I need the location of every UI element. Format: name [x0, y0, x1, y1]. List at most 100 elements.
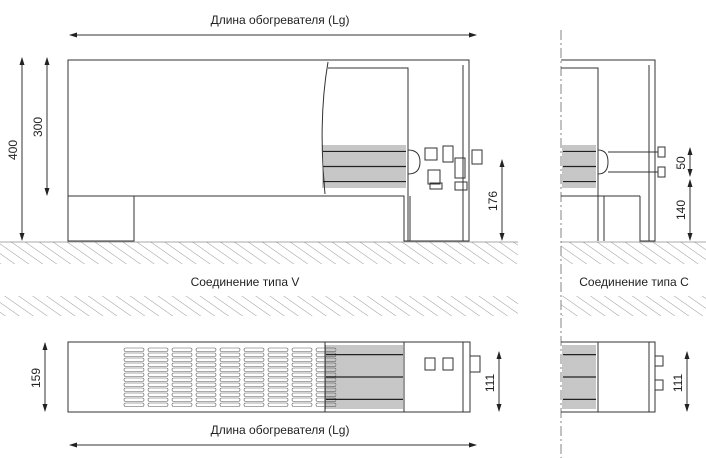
grille-slot: [195, 392, 217, 397]
grille-slot: [219, 382, 241, 387]
grille-slot: [291, 367, 313, 372]
grille-slot: [171, 362, 193, 367]
grille-slots: [123, 347, 337, 407]
grille-slot: [171, 367, 193, 372]
grille-slot: [147, 362, 169, 367]
grille-slot: [291, 402, 313, 407]
grille-slot: [195, 372, 217, 377]
length-dimension-top: Длина обогревателя (Lg): [69, 13, 477, 38]
grille-slot: [123, 372, 145, 377]
grille-slot: [195, 397, 217, 402]
grille-slot: [243, 367, 265, 372]
grille-slot: [267, 352, 289, 357]
grille-slot: [147, 377, 169, 382]
grille-slot: [171, 357, 193, 362]
grille-slot: [147, 347, 169, 352]
heater-plan-c: [561, 341, 664, 413]
grille-slot: [243, 347, 265, 352]
grille-slot: [171, 352, 193, 357]
grille-slot: [267, 372, 289, 377]
grille-slot: [171, 382, 193, 387]
grille-slot: [243, 372, 265, 377]
grille-slot: [219, 377, 241, 382]
grille-slot: [147, 392, 169, 397]
grille-slot: [243, 397, 265, 402]
grille-slot: [243, 402, 265, 407]
grille-slot: [243, 352, 265, 357]
grille-slot: [147, 402, 169, 407]
length-dimension-bottom: Длина обогревателя (Lg): [69, 423, 477, 448]
grille-slot: [267, 362, 289, 367]
grille-slot: [123, 362, 145, 367]
grille-slot: [123, 402, 145, 407]
connection-v-height-label: 176: [486, 191, 500, 211]
height-dimensions: 400 300: [6, 57, 50, 241]
connection-c-height-label: 140: [674, 200, 688, 220]
grille-slot: [219, 352, 241, 357]
grille-slot: [219, 372, 241, 377]
grille-slot: [243, 377, 265, 382]
grille-slot: [267, 357, 289, 362]
grille-slot: [123, 397, 145, 402]
floor-hatch: [0, 242, 518, 264]
grille-slot: [171, 397, 193, 402]
section-hatch: [0, 296, 518, 316]
valve-assembly: [407, 145, 483, 191]
grille-slot: [291, 372, 313, 377]
height-body-label: 300: [31, 117, 45, 137]
plan-dimensions-c: 111: [671, 351, 690, 412]
grille-slot: [171, 392, 193, 397]
grille-slot: [219, 392, 241, 397]
grille-slot: [243, 387, 265, 392]
grille-slot: [267, 367, 289, 372]
connection-c-dimensions: 50 140: [674, 147, 693, 241]
grille-slot: [243, 362, 265, 367]
depth-inner-c-label: 111: [671, 374, 685, 393]
heat-exchanger-fins-plan-c: [562, 345, 596, 409]
length-label-bottom: Длина обогревателя (Lg): [211, 423, 350, 437]
connection-v-label: Соединение типа V: [191, 275, 300, 289]
plan-dimensions-v: 159 111: [29, 342, 502, 412]
grille-slot: [267, 382, 289, 387]
grille-slot: [123, 357, 145, 362]
connection-height-dimension: 176: [486, 159, 505, 241]
grille-slot: [195, 362, 217, 367]
length-label-top: Длина обогревателя (Lg): [211, 13, 350, 27]
grille-slot: [291, 387, 313, 392]
grille-slot: [171, 377, 193, 382]
grille-slot: [123, 382, 145, 387]
heater-elevation-v: [67, 59, 483, 242]
grille-slot: [267, 347, 289, 352]
grille-slot: [267, 392, 289, 397]
grille-slot: [219, 397, 241, 402]
grille-slot: [195, 387, 217, 392]
grille-slot: [291, 362, 313, 367]
floor-hatch-c: [561, 242, 706, 264]
grille-slot: [291, 377, 313, 382]
depth-total-label: 159: [29, 368, 43, 388]
grille-slot: [291, 397, 313, 402]
grille-slot: [123, 352, 145, 357]
grille-slot: [243, 382, 265, 387]
grille-slot: [219, 367, 241, 372]
heater-plan-v: [67, 341, 481, 413]
grille-slot: [219, 402, 241, 407]
grille-slot: [123, 387, 145, 392]
grille-slot: [123, 377, 145, 382]
grille-slot: [147, 352, 169, 357]
depth-inner-v-label: 111: [483, 374, 497, 393]
grille-slot: [195, 352, 217, 357]
grille-slot: [171, 402, 193, 407]
offset-c-label: 50: [674, 156, 688, 170]
grille-slot: [267, 402, 289, 407]
grille-slot: [147, 397, 169, 402]
heat-exchanger-fins-c: [562, 145, 596, 188]
grille-slot: [171, 372, 193, 377]
grille-slot: [219, 387, 241, 392]
grille-slot: [219, 347, 241, 352]
grille-slot: [195, 367, 217, 372]
grille-slot: [291, 392, 313, 397]
grille-slot: [267, 377, 289, 382]
grille-slot: [267, 397, 289, 402]
grille-slot: [195, 347, 217, 352]
